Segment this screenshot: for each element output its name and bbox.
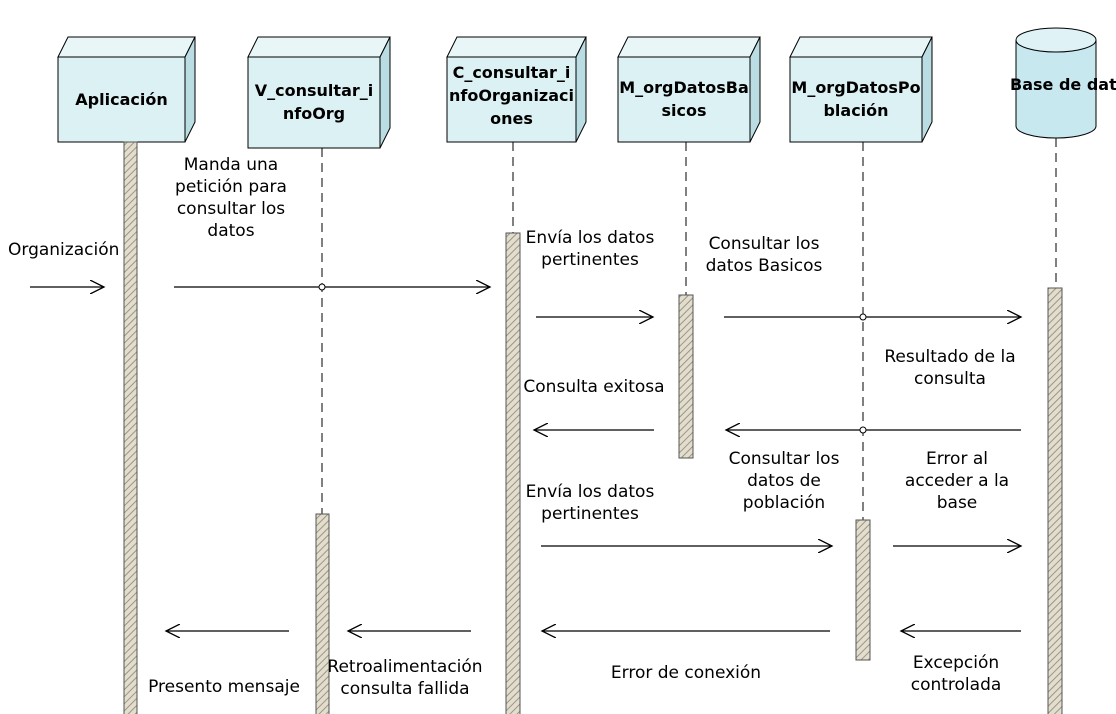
message-label-envia-datos-1: Envía los datos pertinentes	[525, 228, 655, 270]
participant-label-m-poblacion: M_orgDatosPo blación	[791, 78, 921, 120]
participant-label-v-consultar: V_consultar_i nfoOrg	[254, 81, 374, 123]
message-label-manda-peticion: Manda una petición para consultar los da…	[175, 155, 287, 241]
message-label-retroalimentacion: Retroalimentación consulta fallida	[327, 657, 483, 699]
crossing-markers	[318, 283, 867, 434]
node-c-consultar	[446, 36, 587, 143]
participant-label-aplicacion: Aplicación	[75, 90, 168, 109]
message-label-error-conexion: Error de conexión	[610, 663, 762, 683]
message-label-envia-datos-2: Envía los datos pertinentes	[525, 482, 655, 524]
node-m-basicos	[617, 36, 761, 143]
lifelines	[321, 138, 1057, 520]
node-v-consultar	[247, 36, 391, 149]
message-label-resultado-consulta: Resultado de la consulta	[884, 347, 1016, 389]
participant-label-c-consultar: C_consultar_i nfoOrganizaci ones	[448, 63, 575, 128]
message-label-consultar-poblacion: Consultar los datos de población	[728, 449, 840, 513]
message-label-presento-mensaje: Presento mensaje	[148, 677, 300, 697]
node-m-poblacion	[789, 36, 933, 143]
activation-bars	[123, 141, 1063, 714]
message-label-error-acceder: Error al acceder a la base	[904, 449, 1010, 513]
node-aplicacion	[57, 36, 196, 143]
participant-label-m-basicos: M_orgDatosBa sicos	[619, 78, 749, 120]
message-label-consultar-basicos: Consultar los datos Basicos	[705, 234, 823, 276]
message-arrows	[30, 287, 1021, 631]
message-label-organizacion: Organización	[8, 240, 120, 260]
message-label-consulta-exitosa: Consulta exitosa	[523, 377, 665, 397]
message-label-excepcion-controlada: Excepción controlada	[910, 653, 1002, 695]
participant-label-base-datos: Base de datos	[1010, 75, 1116, 94]
